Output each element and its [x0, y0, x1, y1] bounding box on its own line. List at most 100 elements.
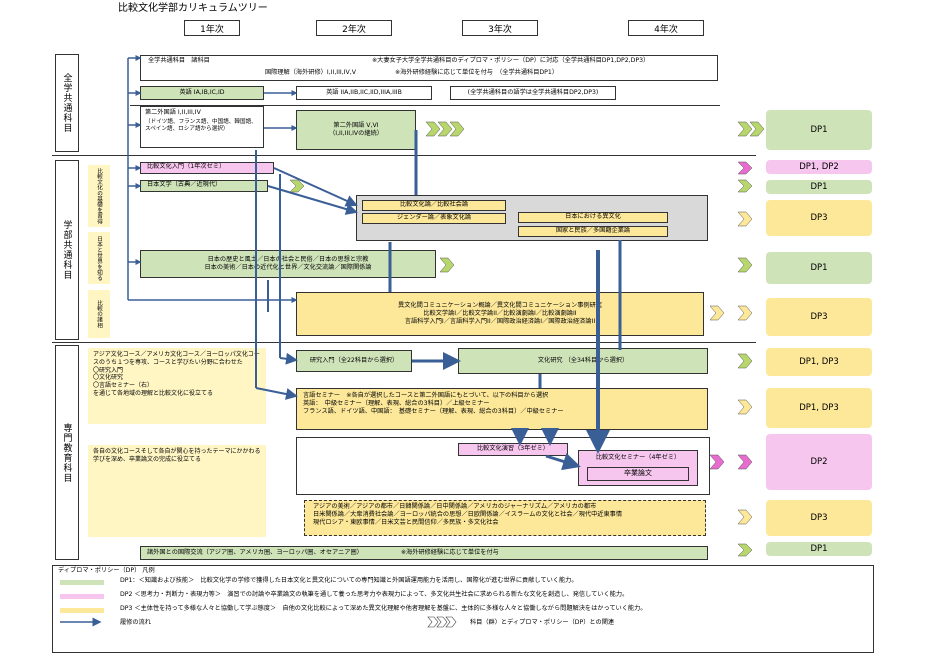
- dp-box-5: DP1: [766, 252, 872, 284]
- chevron-1c: [449, 121, 465, 137]
- legend-dp3: DP3 ＜主体性を持って多様な人々と協働して学ぶ態度＞ 自他の文化比較によって深…: [120, 605, 647, 612]
- kokka: 国家と民族／多国籍企業論: [518, 226, 668, 237]
- legend-dp2: DP2 ＜思考力・判断力・表現力等＞ 演習での討論や卒業論文の執筆を通して養った…: [120, 591, 629, 598]
- dp-box-4: DP3: [766, 200, 872, 236]
- chevron-2b: [749, 121, 765, 137]
- kokusai-kouryu-label: 諸外国との国際交流（アジア圏、アメリカ圏、ヨーロッパ圏、オセアニア圏）: [147, 548, 363, 556]
- zengaku-note: ※大妻女子大学全学共通科目のディプロマ・ポリシー（DP）に対応（全学共通科目DP…: [372, 57, 650, 64]
- subsection-comparison: 比較の諸相: [88, 290, 110, 338]
- subsection-japan: 日本と世界を知る: [88, 232, 110, 284]
- divider-1: [52, 155, 756, 156]
- dai2-1-label: 第二外国語 I,II,III,IV: [145, 109, 201, 116]
- arrow-intro-hikaku: [273, 167, 358, 207]
- dai2-1-sub: （ドイツ語、フランス語、中国語、韓国語、スペイン語、ロシア語から選択）: [145, 119, 257, 133]
- section-common: 全学共通科目: [55, 54, 79, 152]
- chevron-p2: [709, 454, 725, 470]
- year-header-4: 4年次: [628, 20, 704, 36]
- sotsuron: 卒業論文: [587, 467, 689, 481]
- ibunka-box: 異文化間コミュニケーション概論／異文化間コミュニケーション事例研究 比較文学論I…: [296, 292, 704, 336]
- chevron-y1: [737, 211, 753, 227]
- arrow-nihon-hikaku: [267, 185, 358, 215]
- dp-box-6: DP3: [766, 298, 872, 336]
- seminar-box: 比較文化セミナー（4年ゼミ） 卒業論文: [578, 450, 698, 486]
- dai2-2-sub: （I,II,III,IVの継続）: [329, 130, 383, 137]
- year-header-1: 1年次: [184, 20, 240, 36]
- dp-box-1: DP1: [766, 110, 872, 150]
- gengo-2: 英語： 中級セミナー（理解、表現、総合の3科目）／上級セミナー: [303, 400, 490, 408]
- chevron-7: [737, 353, 753, 369]
- kokusai-label: 国際理解（海外研修）I,II,III,IV,V: [265, 69, 356, 76]
- chevron-y5: [737, 509, 753, 525]
- dp-box-7: DP1, DP3: [766, 348, 872, 376]
- gengo-1: 言語セミナー ※各自が選択したコースと第二外国語にもとづいて、以下の科目から選択: [303, 392, 549, 399]
- chevron-5: [439, 257, 455, 273]
- zengaku-label: 全学共通科目 諸科目: [148, 57, 210, 64]
- chevron-8: [737, 543, 753, 557]
- section-faculty: 学部共通科目: [55, 160, 79, 340]
- legend-swatch-yellow: [60, 608, 104, 613]
- legend-flow: 履修の流れ: [120, 619, 151, 626]
- gengo-3: フランス語、ドイツ語、中国語： 基礎セミナー（理解、表現、総合の3科目）／中級セ…: [303, 408, 564, 416]
- arrow-to-gengo: [255, 387, 298, 400]
- ibunka-3: 言語科学入門I／言語科学入門II／国際政治経済論I／国際政治経済論II: [404, 318, 596, 326]
- chevron-1b: [437, 121, 453, 137]
- kokusai-kouryu-note: ※海外研修経験に応じて単位を付与: [400, 548, 499, 556]
- dp-box-3: DP1: [766, 180, 872, 194]
- chevron-p3: [737, 454, 753, 470]
- eigo-2: 英語 IIA,IIB,IIC,IID,IIIA,IIIB: [296, 86, 432, 100]
- course-desc-2: 各自の文化コースそして各自が関心を持ったテーマにかかわる学びを深め、卒業論文の完…: [88, 445, 266, 537]
- dp-box-9: DP2: [766, 434, 872, 490]
- bunka-kenkyu: 文化研究 （全34科目から選択）: [458, 348, 708, 374]
- chevron-y2: [709, 305, 725, 321]
- dp-box-8: DP1, DP3: [766, 388, 872, 428]
- divider-2: [52, 342, 756, 343]
- legend-swatch-green: [60, 580, 104, 585]
- chevron-4: [737, 179, 753, 193]
- chevron-3: [289, 179, 305, 193]
- dp-box-2: DP1, DP2: [766, 160, 872, 174]
- asia-2: 日米関係論／大衆消費社会論／ヨーロッパ統合の思想／日欧関係論／イスラームの文化と…: [313, 511, 622, 519]
- year-header-2: 2年次: [316, 20, 392, 36]
- ibunka-2: 比較文学論I／比較文学論II／比較演劇論I／比較演劇論II: [423, 309, 577, 317]
- arrow-to-kenkyu: [279, 352, 298, 365]
- hikaku-bunka: 比較文化論／比較社会論: [362, 200, 506, 211]
- seminar-label: 比較文化セミナー（4年ゼミ）: [595, 453, 681, 461]
- nihon-ibunka: 日本における異文化: [518, 212, 668, 223]
- zengaku-box: [140, 55, 718, 81]
- nihon-rekishi-2: 日本の美術／日本の近代化と世界／文化交流論／国際関係論: [204, 264, 372, 271]
- eigo-note: (全学共通科目の語学は全学共通科目DP2,DP3): [450, 86, 616, 100]
- legend-title: ディプロマ・ポリシー（DP） 凡例: [58, 567, 155, 574]
- legend-swatch-pink: [60, 594, 104, 599]
- chevron-y4: [737, 399, 753, 415]
- asia-1: アジアの美術／アジアの都市／日韓関係論／日中関係論／アメリカのジャーナリズム／ア…: [313, 503, 597, 510]
- chevron-1a: [425, 121, 441, 137]
- kokusai-note: ※海外研修経験に応じて単位を付与 （全学共通科目DP1）: [395, 69, 559, 76]
- dp-box-10: DP3: [766, 500, 872, 536]
- subsection-basics: 比較文化の基礎を習得: [88, 165, 110, 227]
- asia-3: 現代ロシア・東欧事情／日米文芸と民間信仰／多民族・多文化社会: [313, 519, 499, 527]
- arrow-enshu-seminar: [545, 452, 581, 471]
- chevron-6: [737, 257, 753, 273]
- dai2-2-label: 第二外国語 V,VI: [333, 121, 379, 129]
- dai2-2-box: 第二外国語 V,VI （I,II,III,IVの継続）: [296, 110, 416, 150]
- chevron-y3: [737, 305, 753, 321]
- legend-dp1: DP1：＜知識および技能＞ 比較文化学の学修で獲得した日本文化と異文化についての…: [120, 577, 578, 584]
- page-title: 比較文化学部カリキュラムツリー: [118, 3, 268, 14]
- course-desc: アジア文化コース／アメリカ文化コース／ヨーロッパ文化コースのうち１つを専攻、コー…: [88, 348, 266, 424]
- gender: ジェンダー論／表象文化論: [362, 213, 506, 224]
- legend-box: [52, 565, 874, 653]
- dp-box-11: DP1: [766, 542, 872, 556]
- ibunka-1: 異文化間コミュニケーション概論／異文化間コミュニケーション事例研究: [398, 301, 602, 309]
- section-major: 専門教育科目: [55, 345, 79, 560]
- chevron-p1: [737, 161, 753, 175]
- divider-3: [130, 105, 720, 106]
- nihon-bungaku: 日本文学（古典／近現代）: [140, 180, 268, 192]
- legend-relation: 科目（群）とディプロマ・ポリシー（DP）との関連: [470, 619, 615, 626]
- year-header-3: 3年次: [462, 20, 538, 36]
- nihon-rekishi-1: 日本の歴史と風土／日本の社会と民俗／日本の思想と宗教: [207, 255, 369, 263]
- chevron-2a: [737, 121, 753, 137]
- gengo-seminar: 言語セミナー ※各自が選択したコースと第二外国語にもとづいて、以下の科目から選択…: [296, 388, 708, 430]
- asia-box: アジアの美術／アジアの都市／日韓関係論／日中関係論／アメリカのジャーナリズム／ア…: [304, 500, 706, 536]
- eigo-1: 英語 IA,IB,IC,ID: [140, 86, 264, 100]
